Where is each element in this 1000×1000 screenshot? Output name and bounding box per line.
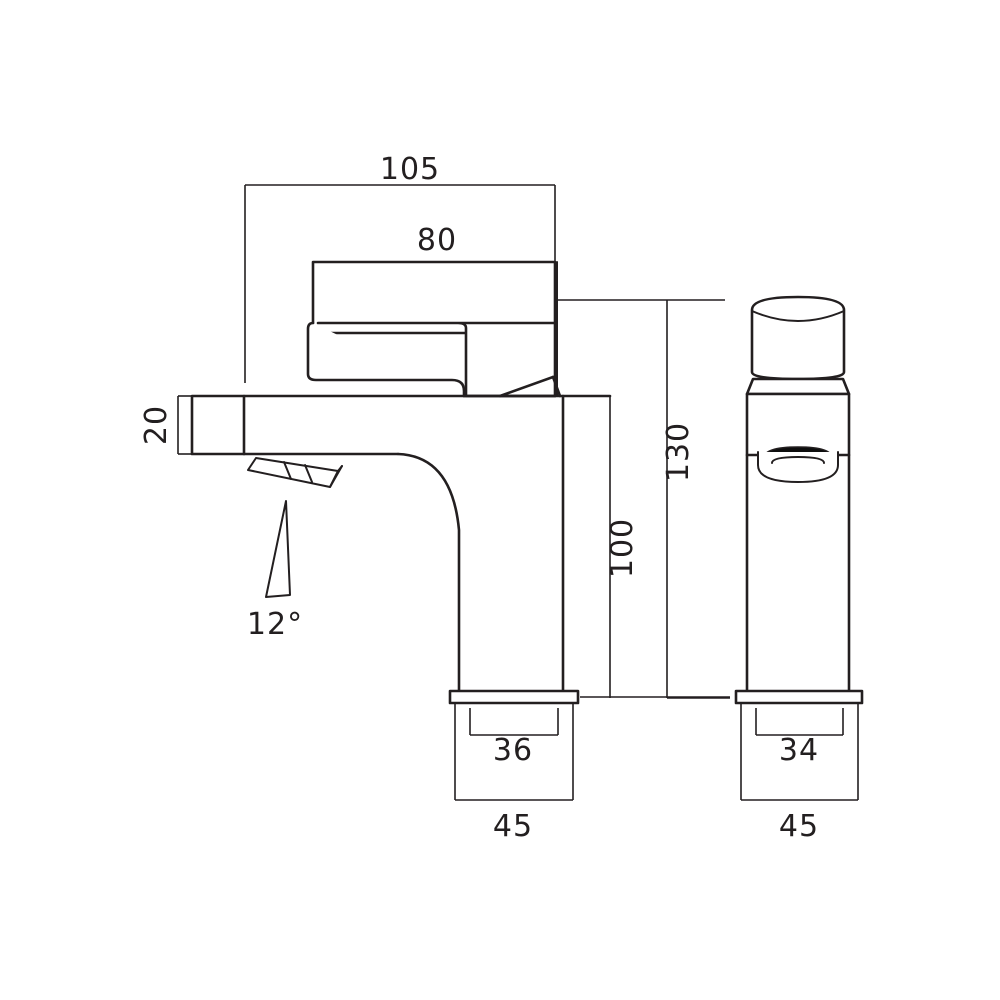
dimension-20-box bbox=[177, 395, 192, 455]
dimension-label-left-45: 45 bbox=[493, 809, 533, 844]
dimension-label-100: 100 bbox=[605, 518, 640, 578]
dimension-label-80: 80 bbox=[417, 223, 457, 258]
dimension-label-34: 34 bbox=[779, 733, 819, 768]
right-base-plate bbox=[734, 689, 864, 705]
aerator-detail bbox=[247, 457, 343, 488]
dimension-label-right-45: 45 bbox=[779, 809, 819, 844]
right-lower-barrel bbox=[745, 453, 851, 695]
right-cap bbox=[750, 295, 846, 381]
dimension-100-leaders bbox=[580, 396, 730, 698]
dimension-label-20: 20 bbox=[139, 405, 174, 445]
spout-outlet-arm bbox=[190, 394, 612, 456]
left-mounting-outline bbox=[454, 703, 574, 801]
left-base-plate bbox=[448, 689, 580, 705]
dimension-label-130: 130 bbox=[661, 422, 696, 482]
dimension-label-36: 36 bbox=[493, 733, 533, 768]
dimension-105-leaders bbox=[244, 184, 556, 383]
angle-indicator-wedge bbox=[265, 500, 291, 598]
spout-curve bbox=[396, 394, 565, 700]
dimension-label-105: 105 bbox=[380, 152, 440, 187]
dimension-130-leaders bbox=[666, 300, 730, 699]
right-mounting-outline bbox=[740, 703, 859, 801]
right-collar bbox=[745, 377, 851, 396]
dimension-label-angle: 12° bbox=[247, 607, 303, 642]
left-36-bracket bbox=[469, 708, 559, 736]
right-34-bracket bbox=[755, 708, 844, 736]
right-aerator-ring bbox=[757, 446, 839, 483]
right-upper-barrel bbox=[745, 392, 851, 457]
